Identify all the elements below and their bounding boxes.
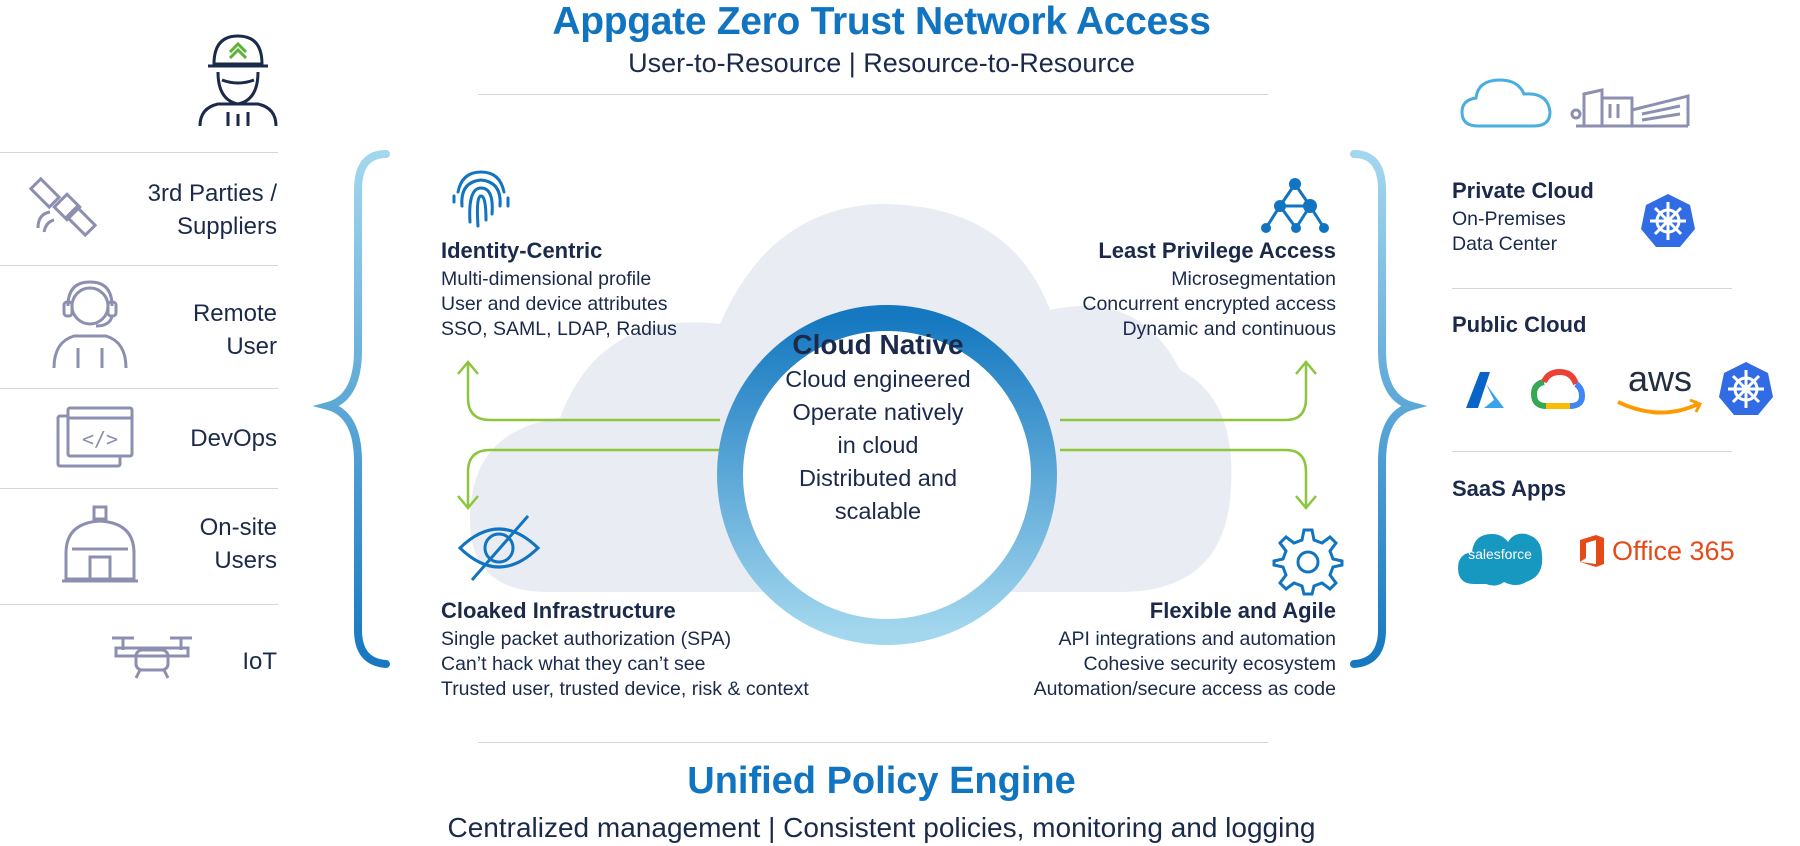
flexible-agile-title: Flexible and Agile: [1149, 598, 1336, 623]
headset-user-icon: [52, 280, 128, 369]
network-nodes-icon: [1261, 178, 1329, 233]
diagram-title: Appgate Zero Trust Network Access: [552, 0, 1211, 43]
header-divider: [478, 94, 1268, 95]
eye-slash-icon: [457, 515, 541, 581]
least-privilege-title: Least Privilege Access: [1098, 238, 1336, 263]
center-line: Cloud engineered: [785, 366, 971, 392]
satellite-icon: [28, 176, 98, 238]
footer-divider: [478, 742, 1268, 743]
fingerprint-icon: [452, 170, 510, 228]
gear-icon: [1272, 528, 1344, 596]
right-divider: [1452, 288, 1732, 289]
aws-smile-icon: [1617, 398, 1703, 415]
center-line: Operate natively: [792, 399, 964, 425]
flexible-agile-details: API integrations and automation Cohesive…: [1033, 628, 1336, 700]
left-divider: [0, 152, 278, 153]
salesforce-logo-icon: [1458, 533, 1543, 586]
left-divider: [0, 265, 278, 266]
left-divider: [0, 488, 278, 489]
private-cloud-title: Private Cloud: [1452, 178, 1594, 203]
kubernetes-icon: [1641, 194, 1695, 247]
right-brace: [1350, 150, 1428, 668]
diagram-subtitle: User-to-Resource | Resource-to-Resource: [628, 48, 1135, 78]
cloud-native-text: Cloud Native Cloud engineered Operate na…: [718, 328, 1038, 528]
salesforce-logo-text: salesforce: [1468, 546, 1532, 562]
aws-logo: aws: [1627, 358, 1693, 399]
center-line: in cloud: [837, 432, 919, 458]
drone-icon: [112, 636, 192, 679]
center-line: Distributed and: [798, 465, 958, 491]
user-3rd-parties-label: 3rd Parties /Suppliers: [147, 180, 277, 240]
user-devops-label: DevOps: [190, 425, 277, 452]
data-center-icon: [1570, 88, 1690, 128]
cloaked-infrastructure-title: Cloaked Infrastructure: [441, 598, 676, 623]
saas-apps-title: SaaS Apps: [1452, 476, 1567, 501]
cloud-native-ring: [717, 305, 1057, 645]
left-divider: [0, 388, 278, 389]
unified-policy-engine-title: Unified Policy Engine: [687, 760, 1076, 802]
cloud-icon: [1460, 78, 1552, 128]
kubernetes-icon: [1719, 362, 1773, 415]
user-iot-label: IoT: [242, 648, 277, 675]
identity-centric-details: Multi-dimensional profile User and devic…: [441, 268, 677, 340]
code-window-icon: </>: [56, 406, 134, 468]
google-cloud-icon: [1530, 368, 1586, 409]
azure-icon: [1466, 372, 1504, 408]
dome-building-icon: [62, 505, 138, 583]
public-cloud-title: Public Cloud: [1452, 312, 1587, 337]
svg-text:</>: </>: [82, 427, 118, 451]
least-privilege-details: Microsegmentation Concurrent encrypted a…: [1082, 268, 1336, 340]
left-divider: [0, 604, 278, 605]
cloud-native-title: Cloud Native: [792, 329, 964, 360]
private-cloud-details: On-Premises Data Center: [1452, 208, 1566, 255]
unified-policy-engine-subtitle: Centralized management | Consistent poli…: [447, 812, 1316, 843]
right-divider: [1452, 451, 1732, 452]
office-icon: [1580, 535, 1604, 567]
center-line: scalable: [834, 498, 922, 524]
office365-logo-text: Office 365: [1612, 536, 1735, 566]
cloaked-infrastructure-details: Single packet authorization (SPA) Can’t …: [441, 628, 809, 700]
left-brace: [312, 150, 390, 668]
identity-centric-title: Identity-Centric: [441, 238, 603, 263]
worker-helmet-icon: [198, 34, 278, 127]
